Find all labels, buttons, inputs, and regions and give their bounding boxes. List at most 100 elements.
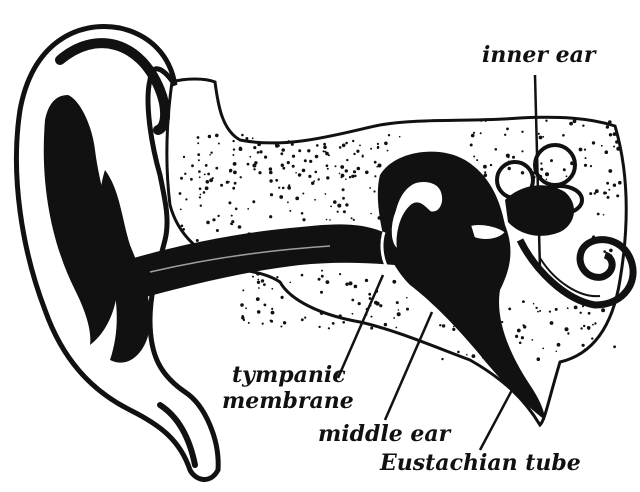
bone-dot — [362, 155, 364, 157]
bone-dot — [365, 279, 368, 282]
bone-dot — [542, 136, 544, 138]
bone-dot — [220, 184, 223, 187]
label-middle-ear: middle ear — [318, 421, 452, 447]
bone-dot — [309, 160, 312, 163]
bone-dot — [585, 157, 587, 159]
bone-dot — [521, 336, 524, 339]
bone-dot — [261, 279, 264, 282]
bone-dot — [608, 169, 612, 173]
bone-dot — [606, 125, 609, 128]
bone-dot — [550, 159, 553, 162]
bone-dot — [215, 167, 218, 170]
bone-dot — [218, 143, 220, 145]
bone-dot — [302, 218, 305, 221]
bone-dot — [615, 130, 617, 132]
bone-dot — [291, 143, 294, 146]
bone-dot — [574, 306, 578, 310]
bone-dot — [228, 201, 231, 204]
bone-dot — [371, 324, 373, 326]
bone-dot — [210, 152, 212, 154]
bone-dot — [345, 203, 348, 206]
bone-dot — [342, 197, 345, 200]
label-tympanic: tympanic — [232, 362, 346, 388]
bone-dot — [535, 307, 537, 309]
bone-dot — [270, 320, 273, 323]
bone-dot — [323, 150, 325, 152]
bone-dot — [565, 327, 569, 331]
bone-dot — [557, 343, 561, 347]
bone-dot — [483, 165, 487, 169]
bone-dot — [453, 326, 455, 328]
bone-dot — [204, 174, 206, 176]
bone-dot — [374, 161, 377, 164]
bone-dot — [292, 165, 295, 168]
bone-dot — [613, 184, 616, 187]
bone-dot — [597, 121, 599, 123]
bone-dot — [608, 120, 612, 124]
bone-dot — [442, 324, 445, 327]
bone-dot — [393, 317, 395, 319]
bone-dot — [399, 136, 401, 138]
bone-dot — [345, 169, 348, 172]
bone-dot — [539, 310, 541, 312]
bone-dot — [603, 250, 606, 253]
bone-dot — [609, 133, 612, 136]
bone-dot — [549, 311, 551, 313]
bone-dot — [252, 200, 255, 203]
bone-dot — [199, 176, 201, 178]
bone-dot — [466, 354, 468, 356]
bone-dot — [546, 179, 548, 181]
bone-dot — [396, 301, 399, 304]
bone-dot — [353, 153, 355, 155]
bone-dot — [257, 310, 261, 314]
bone-dot — [326, 219, 328, 221]
label-membrane: membrane — [222, 388, 354, 414]
bone-dot — [540, 168, 543, 171]
bone-dot — [233, 162, 237, 166]
bone-dot — [533, 303, 535, 305]
label-eustachian-tube: Eustachian tube — [379, 450, 581, 476]
bone-dot — [573, 119, 577, 123]
bone-dot — [521, 131, 523, 133]
bone-dot — [594, 322, 596, 324]
bone-dot — [252, 276, 254, 278]
bone-dot — [287, 201, 289, 203]
bone-dot — [240, 303, 244, 307]
bone-dot — [473, 132, 475, 134]
bone-dot — [508, 167, 511, 170]
bone-dot — [377, 143, 379, 145]
bone-dot — [179, 192, 182, 195]
bone-dot — [537, 357, 541, 361]
bone-dot — [287, 161, 290, 164]
bone-dot — [301, 318, 304, 321]
bone-dot — [388, 134, 390, 136]
bone-dot — [298, 173, 301, 176]
bone-dot — [343, 210, 346, 213]
bone-dot — [584, 149, 586, 151]
bone-dot — [205, 164, 208, 167]
bone-dot — [212, 177, 214, 179]
bone-dot — [335, 165, 337, 167]
bone-dot — [384, 142, 388, 146]
bone-dot — [508, 308, 511, 311]
bone-dot — [352, 313, 354, 315]
bone-dot — [289, 210, 291, 212]
bone-dot — [233, 171, 237, 175]
bone-dot — [302, 193, 304, 195]
bone-dot — [365, 171, 369, 175]
bone-dot — [606, 182, 609, 185]
bone-dot — [262, 323, 264, 325]
bone-dot — [384, 323, 387, 326]
bone-dot — [618, 181, 622, 185]
bone-dot — [275, 179, 278, 182]
bone-dot — [379, 304, 382, 307]
bone-dot — [346, 159, 348, 161]
bone-dot — [254, 168, 256, 170]
bone-dot — [506, 127, 509, 130]
bone-dot — [323, 143, 326, 146]
bone-dot — [538, 133, 540, 135]
bone-dot — [484, 171, 486, 173]
bone-dot — [234, 182, 237, 185]
bone-dot — [292, 155, 295, 158]
bone-dot — [550, 321, 554, 325]
